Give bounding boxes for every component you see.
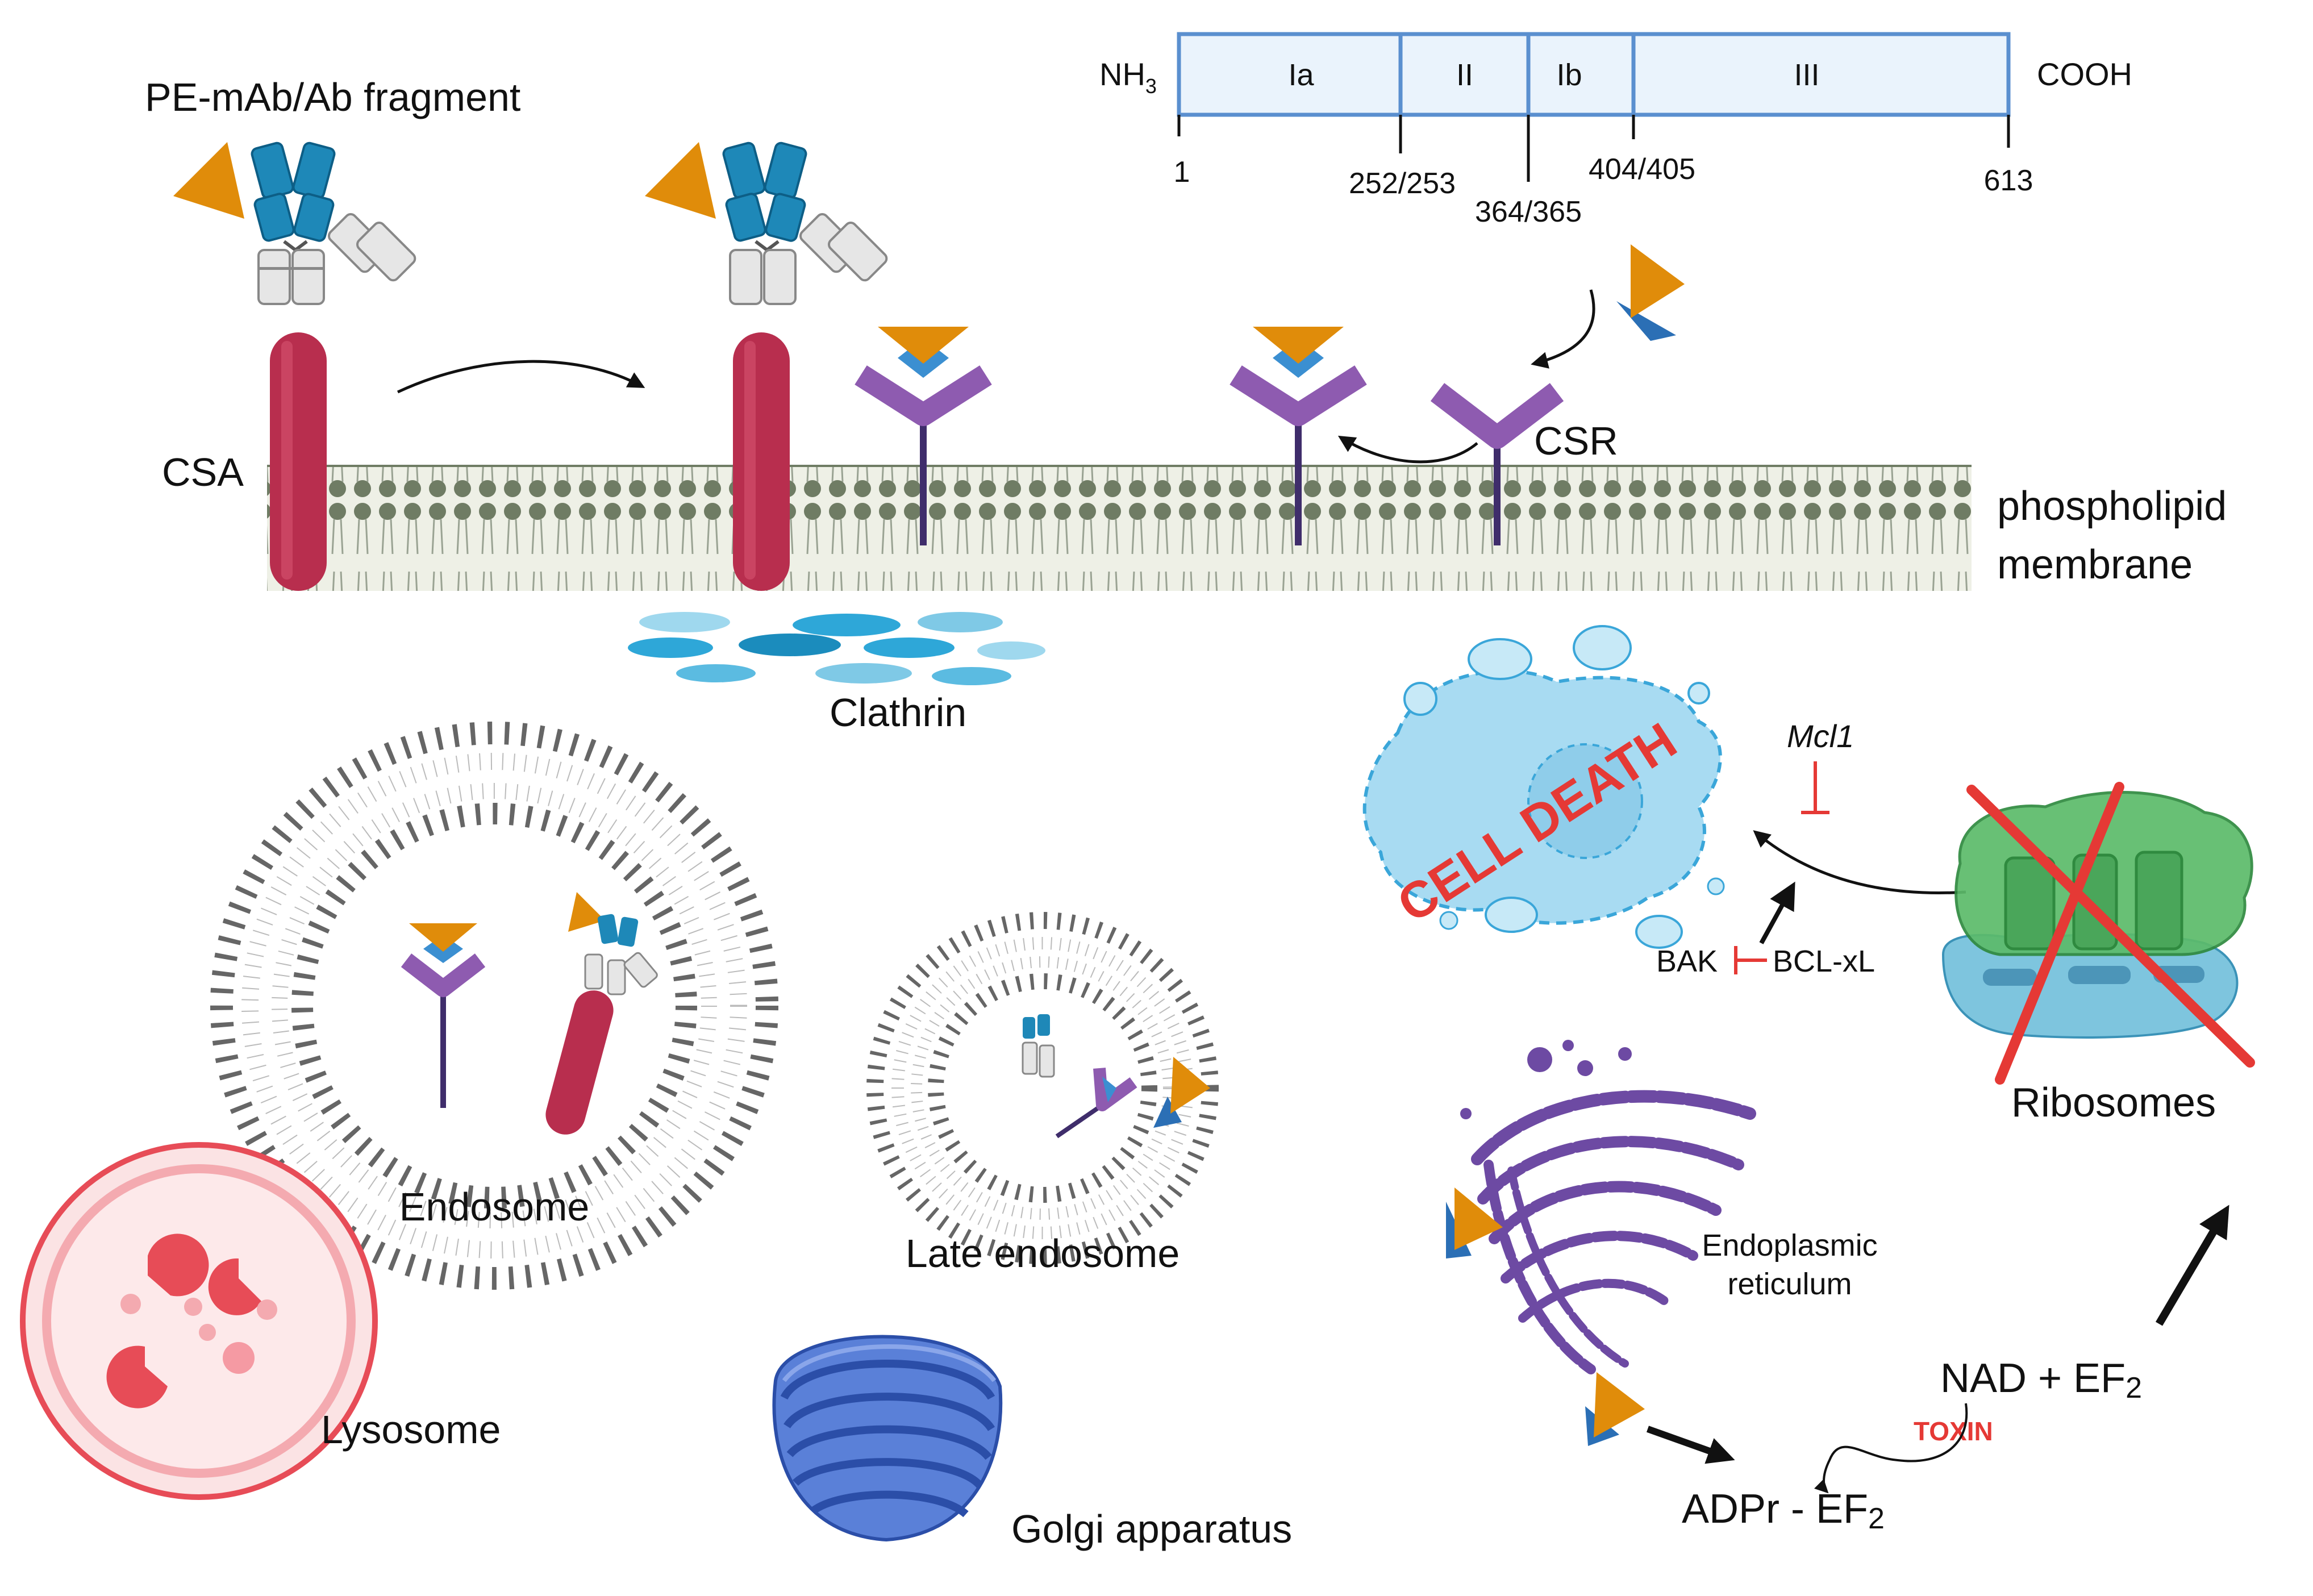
position-613: 613 [1984, 164, 2033, 197]
phospholipid-label: phospholipid [1997, 484, 2227, 529]
er-label-line1: Endoplasmic [1702, 1228, 1877, 1262]
lysosome [20, 1142, 378, 1500]
nad-to-ribosome-arrow [2155, 1205, 2229, 1326]
toxin-triangle-icon [173, 142, 244, 219]
phospholipid-membrane [267, 465, 1972, 591]
domain-bar: NH3 Ia II Ib III COOH 1 252/253 364/365 … [1099, 32, 2132, 228]
ribosomes-label: Ribosomes [2011, 1080, 2216, 1126]
immunotoxin-free [173, 141, 416, 305]
position-364-365: 364/365 [1475, 195, 1582, 228]
mcl1-label: Mcl1 [1787, 718, 1854, 754]
pe-mab-label: PE-mAb/Ab fragment [145, 75, 520, 119]
er-toxin-icon [1446, 1187, 1503, 1259]
membrane-label: membrane [1997, 542, 2193, 587]
position-404-405: 404/405 [1589, 153, 1695, 186]
position-252-253: 252/253 [1349, 167, 1456, 200]
csr-receptor-bound-1 [855, 327, 992, 545]
cell-death-illustration: CELL DEATH [1362, 625, 1725, 949]
bak-label: BAK [1656, 944, 1718, 978]
domain-iii-label: III [1794, 58, 1819, 92]
toxin-reaction-arrow [1814, 1403, 1968, 1494]
domain-iii [1631, 32, 2011, 117]
late-endosome-label: Late endosome [906, 1231, 1180, 1276]
csa-label: CSA [162, 450, 244, 494]
binding-arrow [397, 360, 645, 394]
bak-inhibition-icon [1734, 946, 1767, 974]
endosome-label: Endosome [399, 1185, 590, 1229]
lysosome-label: Lysosome [321, 1407, 501, 1452]
ribosome-illustration [1941, 791, 2253, 1039]
er-vesicles [1460, 1040, 1632, 1119]
domain-segments: Ia II Ib III [1177, 32, 2011, 117]
csa-receptor-bound [733, 332, 790, 591]
csr-receptor-empty [1430, 383, 1564, 545]
endoplasmic-reticulum [1471, 1090, 1756, 1374]
domain-ia-label: Ia [1288, 58, 1314, 92]
bclxl-label: BCL-xL [1773, 944, 1875, 978]
ribosome-to-death-arrow [1753, 830, 1966, 895]
toxin-free-icon [1616, 244, 1685, 341]
position-1: 1 [1174, 156, 1190, 189]
csa-receptor-left [270, 332, 327, 591]
ribosome-blocked-x-icon [1966, 782, 2255, 1085]
golgi-label: Golgi apparatus [1011, 1507, 1292, 1551]
clathrin-label: Clathrin [830, 690, 966, 735]
domain-ticks [1177, 115, 2010, 182]
csr-transfer-arrow [1337, 435, 1478, 464]
er-label-line2: reticulum [1727, 1267, 1852, 1301]
domain-ii [1398, 32, 1531, 117]
antibody-icon [251, 141, 416, 305]
immunotoxin-bound [645, 141, 888, 305]
clathrin-coat [628, 612, 1045, 685]
toxin-approach-arrow [1531, 289, 1595, 369]
endosome [210, 722, 778, 1290]
domain-ii-label: II [1456, 58, 1473, 92]
bak-activation-arrow [1759, 881, 1795, 944]
domain-ia [1177, 32, 1403, 117]
csr-label: CSR [1534, 419, 1618, 463]
toxin-to-adpr-arrow [1646, 1426, 1735, 1464]
domain-ib-label: Ib [1556, 58, 1582, 92]
toxin-catalyst-label: TOXIN [1914, 1416, 1993, 1446]
late-endosome [866, 912, 1219, 1264]
golgi-apparatus [772, 1335, 1003, 1542]
n-terminus-label: NH3 [1099, 56, 1157, 98]
c-terminus-label: COOH [2037, 56, 2132, 92]
cytosol-toxin-icon [1585, 1372, 1645, 1446]
nad-ef2-label: NAD + EF2 [1940, 1356, 2142, 1405]
mcl1-inhibition-icon [1801, 761, 1829, 814]
csr-receptor-bound-2 [1230, 327, 1367, 545]
adpr-ef2-label: ADPr - EF2 [1682, 1486, 1885, 1535]
domain-ib [1526, 32, 1636, 117]
toxin-triangle-icon [645, 142, 716, 219]
